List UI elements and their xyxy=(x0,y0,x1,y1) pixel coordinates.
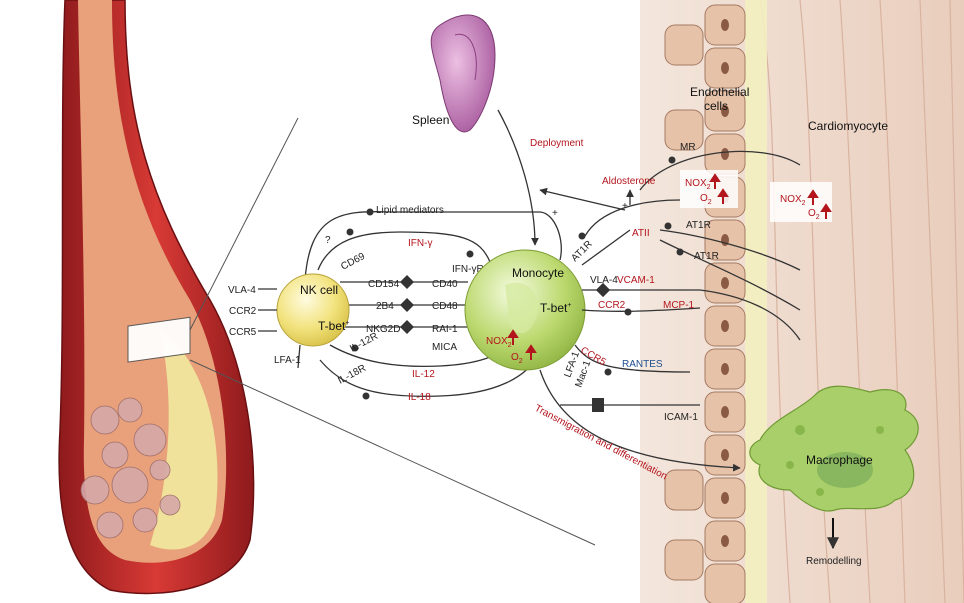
question-mark: ? xyxy=(325,235,331,246)
nk-receptor-ccr5: CCR5 xyxy=(229,327,257,338)
lipid-mediators-label: Lipid mediators xyxy=(376,205,444,216)
nkg2d-label: NKG2D xyxy=(366,324,400,335)
endo-o2-label: O2 xyxy=(700,193,712,206)
spleen-organ xyxy=(430,14,496,133)
endo-nox-box xyxy=(680,170,738,208)
atii-label: ATII xyxy=(632,228,650,239)
cardio-nox-box xyxy=(770,182,832,222)
il12-label: IL-12 xyxy=(412,369,435,380)
cd69-label: CD69 xyxy=(339,251,367,273)
2b4-label: 2B4 xyxy=(376,301,394,312)
spleen-label: Spleen xyxy=(412,113,449,127)
monocyte-o2-label: O2 xyxy=(511,352,523,365)
remodelling-label: Remodelling xyxy=(806,556,862,567)
icam1-label: ICAM-1 xyxy=(664,412,698,423)
ligand-right-diamonds xyxy=(596,283,610,297)
mcp1-label: MCP-1 xyxy=(663,300,695,311)
vla4-monocyte-label: VLA-4 xyxy=(590,275,618,286)
nk-receptor-vla4: VLA-4 xyxy=(228,285,256,296)
ros-up-arrows xyxy=(709,173,832,219)
up-arrows xyxy=(507,329,537,360)
monocyte-label: Monocyte xyxy=(512,266,564,280)
ccr2-monocyte-label: CCR2 xyxy=(598,300,626,311)
deployment-label: Deployment xyxy=(530,138,584,149)
macrophage-cell xyxy=(749,385,919,512)
zoom-lines xyxy=(189,117,596,546)
monocyte-cell xyxy=(464,249,586,371)
mr-label: MR xyxy=(680,142,696,153)
monocyte-endothelium-lines xyxy=(539,150,801,472)
nk-receptor-ccr2: CCR2 xyxy=(229,306,257,317)
receptor-cups xyxy=(346,156,684,400)
endo-nox2-label: NOX2 xyxy=(685,178,711,191)
plaque-cells xyxy=(80,397,181,539)
cardiomyocyte-label: Cardiomyocyte xyxy=(808,119,888,133)
ifn-gamma-label: IFN-γ xyxy=(408,238,432,249)
endothelial-label-2: cells xyxy=(704,99,728,113)
deployment-arrow xyxy=(497,109,539,246)
aldosterone-label: Aldosterone xyxy=(602,176,656,187)
il18r-label: IL-18R xyxy=(336,363,368,387)
nk-tbet-label: T-bet+ xyxy=(318,319,349,333)
nk-cell-label: NK cell xyxy=(300,283,338,297)
nk-receptor-lfa1: LFA-1 xyxy=(274,355,301,366)
plus-sign-2: + xyxy=(622,201,628,212)
at1r-endo-label-a: AT1R xyxy=(686,220,711,231)
cardio-nox2-label: NOX2 xyxy=(780,194,806,207)
il18-label: IL-18 xyxy=(408,392,431,403)
vcam1-label: VCAM-1 xyxy=(617,275,655,286)
monocyte-nox2-label: NOX2 xyxy=(486,336,512,349)
macrophage-label: Macrophage xyxy=(806,453,873,467)
ifn-gamma-receptor-label: IFN-γR xyxy=(452,264,484,275)
blood-vessel xyxy=(58,0,255,595)
plus-sign-1: + xyxy=(552,208,558,219)
rantes-label: RANTES xyxy=(622,359,663,370)
cd40-label: CD40 xyxy=(432,279,458,290)
nk-receptors xyxy=(258,288,301,369)
monocyte-tbet-label: T-bet+ xyxy=(540,301,571,315)
cd48-label: CD48 xyxy=(432,301,458,312)
at1r-monocyte-label: AT1R xyxy=(569,239,594,264)
mica-label: MICA xyxy=(432,342,457,353)
il12r-label: IL-12R xyxy=(348,331,380,355)
at1r-endo-label-b: AT1R xyxy=(694,251,719,262)
rai1-label: RAI-1 xyxy=(432,324,458,335)
cardio-o2-label: O2 xyxy=(808,208,820,221)
endothelial-label-1: Endothelial xyxy=(690,85,749,99)
cd154-label: CD154 xyxy=(368,279,400,290)
